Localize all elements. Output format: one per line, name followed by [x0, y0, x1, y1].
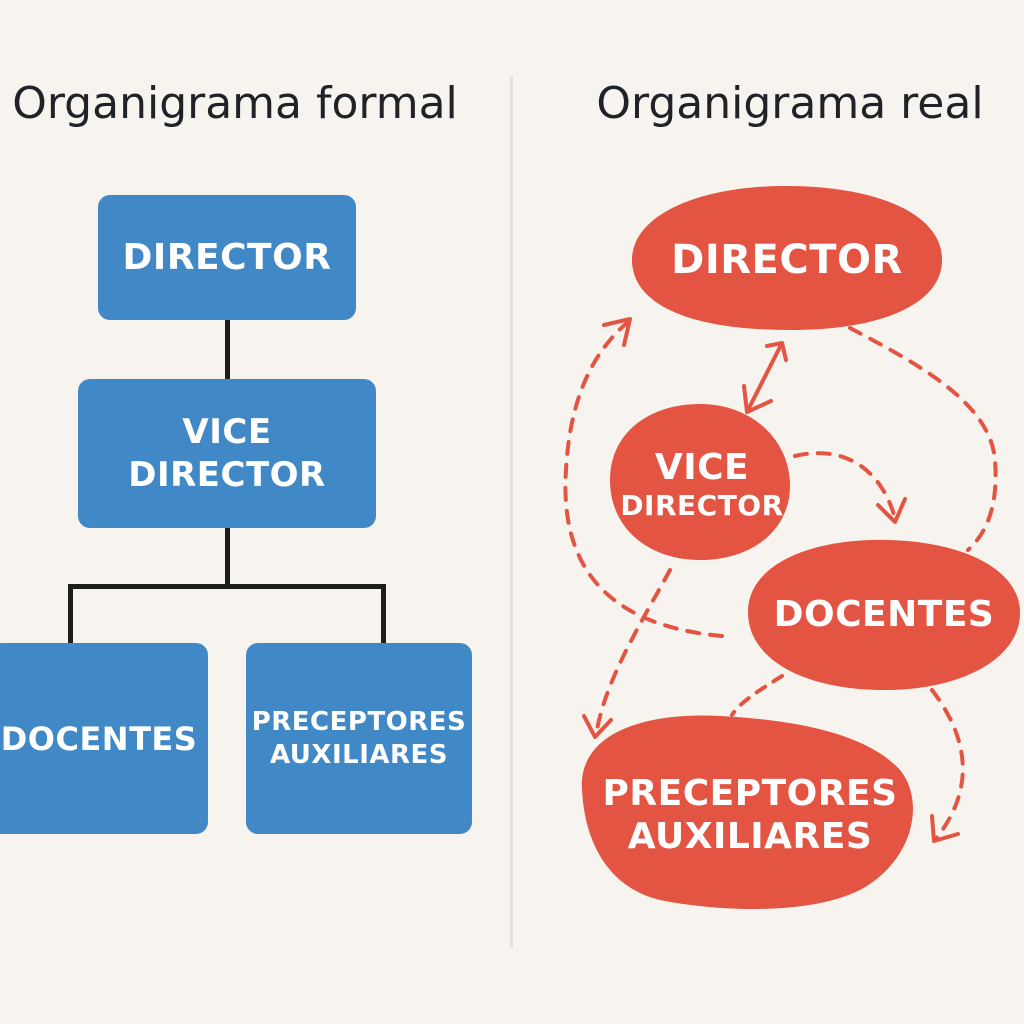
formal-director-label: DIRECTOR	[122, 237, 332, 278]
real-director-label: DIRECTOR	[671, 237, 903, 283]
real-docentes-label: DOCENTES	[773, 594, 995, 635]
formal-vice-label-line1: VICE	[182, 412, 272, 452]
real-arrowhead-preceptores-top	[582, 714, 613, 739]
real-arrowhead-director-left	[602, 317, 632, 347]
real-vice-director-label: VICE DIRECTOR	[610, 446, 794, 523]
real-preceptores-label-line1: PRECEPTORES	[602, 773, 898, 814]
formal-preceptores-box: PRECEPTORES AUXILIARES	[246, 643, 472, 834]
real-link-vice-to-preceptores	[594, 568, 672, 737]
real-preceptores-label-line2: AUXILIARES	[627, 816, 873, 858]
formal-vice-director-box: VICE DIRECTOR	[78, 379, 376, 528]
real-link-vice-to-docentes	[793, 451, 897, 520]
real-director-node	[631, 185, 943, 330]
formal-director-box: DIRECTOR	[98, 195, 356, 320]
real-chart-title: Organigrama real	[596, 78, 984, 129]
formal-vice-label-line2: DIRECTOR	[128, 454, 326, 495]
real-link-director-vice	[746, 343, 783, 412]
connector-horizontal-branch	[68, 584, 386, 589]
connector-branch-docentes	[68, 584, 73, 643]
real-arrowhead-director-bottom	[765, 341, 788, 362]
formal-docentes-box: DOCENTES	[0, 643, 208, 834]
formal-preceptores-label-line2: AUXILIARES	[269, 739, 449, 770]
real-link-preceptores-to-director	[563, 320, 724, 638]
real-link-docentes-to-preceptores-right	[930, 688, 965, 842]
real-preceptores-label: PRECEPTORES AUXILIARES	[582, 772, 918, 858]
real-docentes-node	[748, 539, 1021, 690]
center-divider	[510, 76, 513, 948]
formal-preceptores-label-line1: PRECEPTORES	[251, 707, 467, 737]
real-link-docentes-to-preceptores	[730, 674, 784, 717]
real-vice-label-line2: DIRECTOR	[620, 489, 784, 523]
real-arrowhead-preceptores-right	[930, 814, 960, 843]
formal-chart-title: Organigrama formal	[12, 78, 458, 129]
formal-docentes-label: DOCENTES	[0, 719, 198, 758]
real-preceptores-node	[581, 715, 913, 910]
connector-vice-branch	[225, 528, 230, 586]
real-link-director-to-docentes	[848, 326, 998, 552]
real-arrowhead-docentes-top	[876, 497, 907, 524]
real-arrowhead-vice-top	[742, 384, 773, 414]
real-vice-label-line1: VICE	[654, 447, 750, 488]
real-vice-director-node	[610, 404, 790, 560]
connector-director-vice	[225, 320, 230, 379]
connector-branch-preceptores	[381, 584, 386, 643]
